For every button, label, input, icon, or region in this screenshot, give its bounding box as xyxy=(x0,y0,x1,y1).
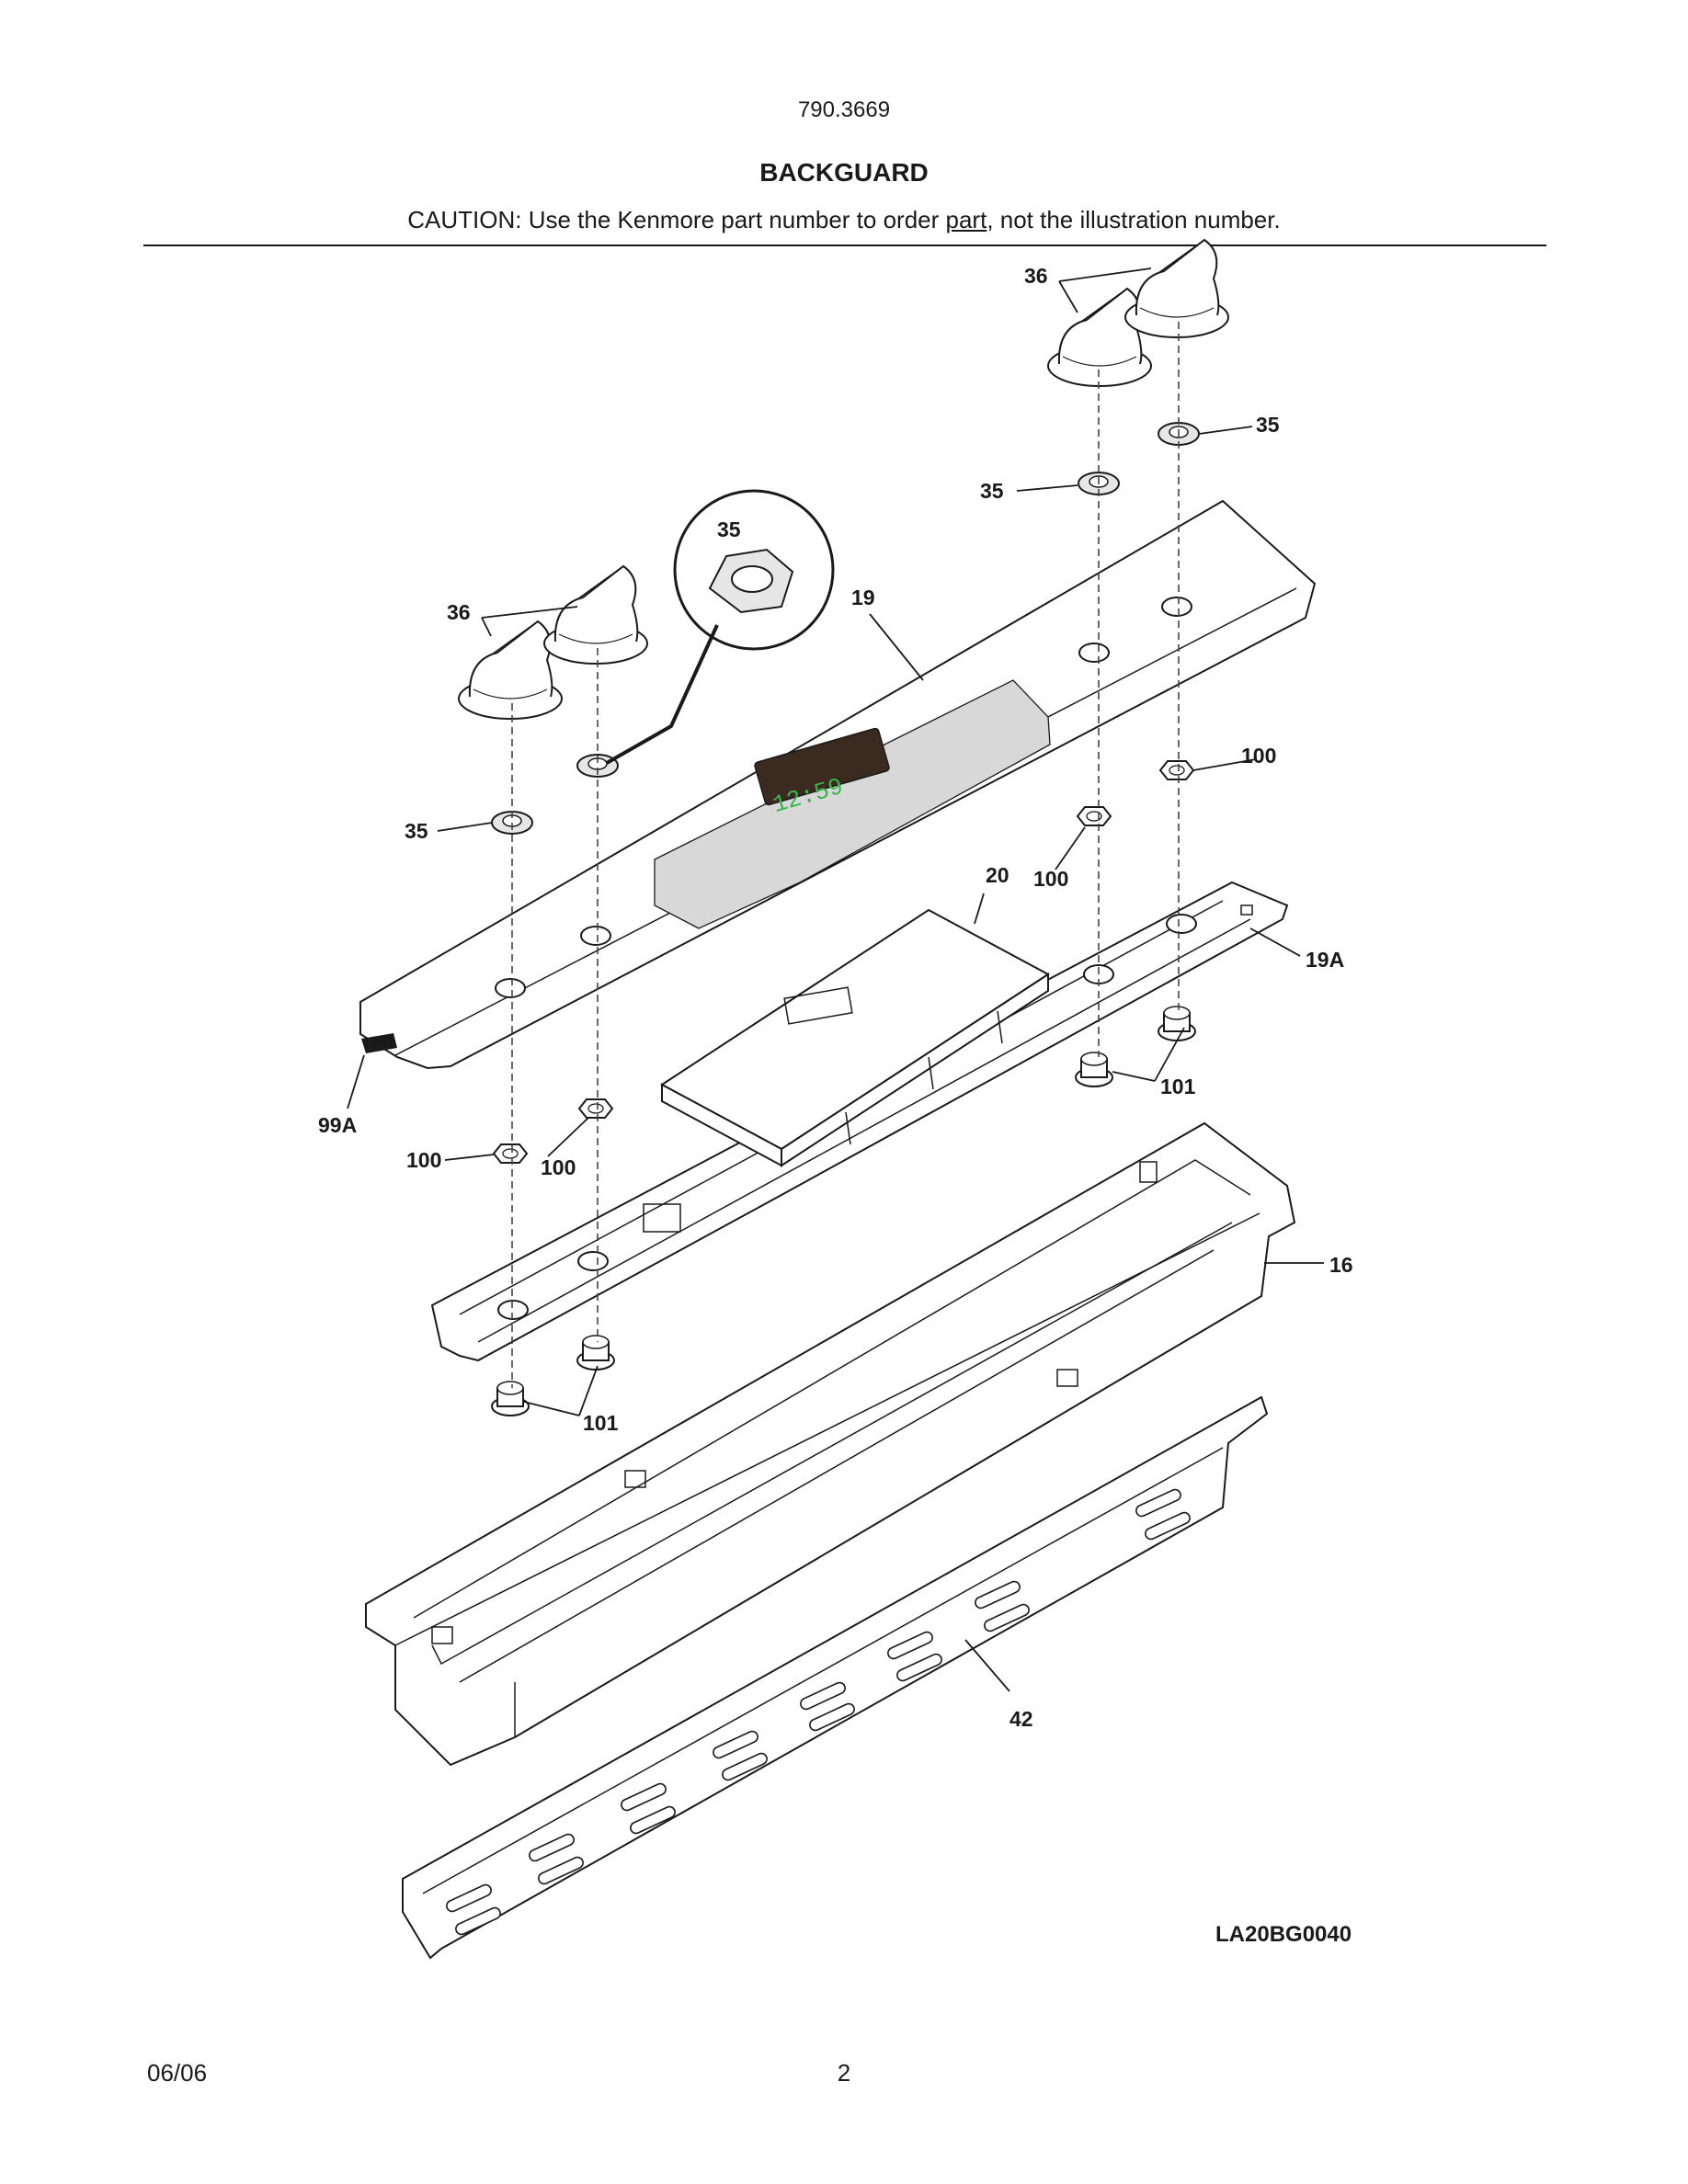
knob-36-left-b xyxy=(543,565,648,665)
clipnut-101-left-b xyxy=(576,1335,615,1371)
callout-100-right: 100 xyxy=(1033,867,1068,891)
caution-text-before: CAUTION: Use the Kenmore part number to … xyxy=(407,206,946,233)
footer-date: 06/06 xyxy=(147,2059,208,2087)
callout-19a: 19A xyxy=(1306,948,1344,972)
knob-36-left-a xyxy=(458,620,563,720)
callout-16: 16 xyxy=(1329,1253,1353,1277)
illustration-code: LA20BG0040 xyxy=(1215,1922,1352,1947)
clipnut-101-right-b xyxy=(1158,1006,1196,1041)
callout-35-right-mid: 35 xyxy=(980,479,1004,503)
callout-100-right-top: 100 xyxy=(1241,744,1276,768)
callout-35-left: 35 xyxy=(405,819,428,843)
callout-100-left: 100 xyxy=(406,1148,441,1172)
detail-35-magnified xyxy=(606,489,835,765)
caution-underlined-word: part xyxy=(945,206,987,233)
knob-36-right-b xyxy=(1124,239,1229,338)
clipnut-101-right-a xyxy=(1075,1052,1113,1087)
callout-101-right: 101 xyxy=(1160,1075,1196,1098)
callout-36-right: 36 xyxy=(1024,264,1048,288)
nut-100-right xyxy=(1077,806,1112,826)
callout-42: 42 xyxy=(1009,1707,1033,1731)
nut-100-right-top xyxy=(1159,760,1194,780)
page-title: BACKGUARD xyxy=(759,158,929,187)
part-42-vent-trim xyxy=(402,1395,1269,1960)
callout-99a: 99A xyxy=(318,1113,357,1137)
clipnut-101-left-a xyxy=(491,1381,530,1416)
model-number: 790.3669 xyxy=(797,97,891,122)
knob-36-right-a xyxy=(1047,288,1152,387)
callout-101-left: 101 xyxy=(583,1411,619,1435)
callout-35-right-top: 35 xyxy=(1256,413,1280,437)
callout-35-detail: 35 xyxy=(717,518,741,541)
callout-100-mid: 100 xyxy=(541,1155,576,1179)
alignment-lines xyxy=(511,322,1180,1388)
leader-lines xyxy=(347,267,1324,1692)
caution-text-after: , not the illustration number. xyxy=(987,206,1281,233)
nut-100-left xyxy=(493,1143,528,1164)
part-20-control-board xyxy=(660,908,1050,1167)
callout-19: 19 xyxy=(851,586,875,609)
part-19-console: 12:59 xyxy=(359,499,1317,1070)
header-divider xyxy=(143,245,1546,246)
part-16-frame xyxy=(365,1121,1296,1767)
nut-100-mid xyxy=(578,1098,613,1119)
page-number: 2 xyxy=(837,2059,851,2087)
caution-note: CAUTION: Use the Kenmore part number to … xyxy=(0,206,1688,234)
callout-36-left: 36 xyxy=(447,600,471,624)
callout-20: 20 xyxy=(986,863,1009,887)
